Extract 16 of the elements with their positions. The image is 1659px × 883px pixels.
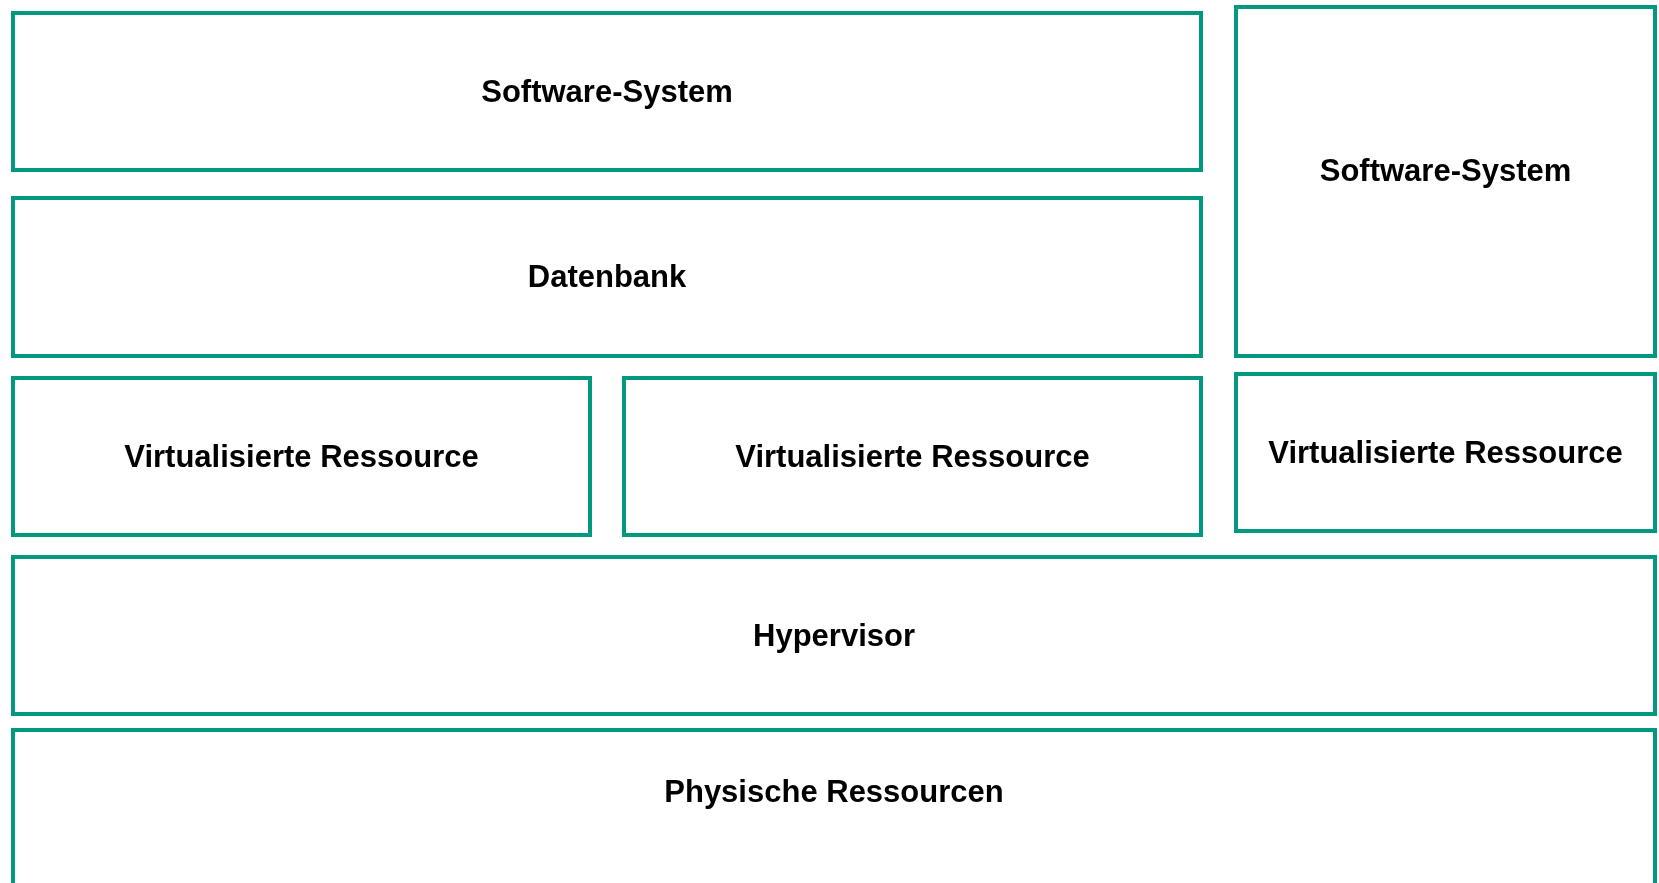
- layer-box: [11, 728, 1657, 883]
- layer-box: [11, 11, 1203, 172]
- layer-box: [11, 376, 592, 537]
- layer-label: Virtualisierte Ressource: [735, 437, 1090, 476]
- layer-box: [1234, 372, 1657, 533]
- layer-label: Software-System: [481, 72, 733, 111]
- layer-label: Physische Ressourcen: [664, 772, 1004, 811]
- layer-box: [11, 196, 1203, 358]
- layer-box: [1234, 5, 1657, 358]
- layer-label: Software-System: [1319, 152, 1572, 190]
- layer-label: Virtualisierte Ressource: [124, 437, 479, 476]
- layer-box: [11, 555, 1657, 716]
- layer-label: Virtualisierte Ressource: [1268, 433, 1623, 472]
- layer-label: Datenbank: [527, 258, 687, 297]
- layer-box: [622, 376, 1203, 537]
- layer-label: Hypervisor: [753, 616, 915, 655]
